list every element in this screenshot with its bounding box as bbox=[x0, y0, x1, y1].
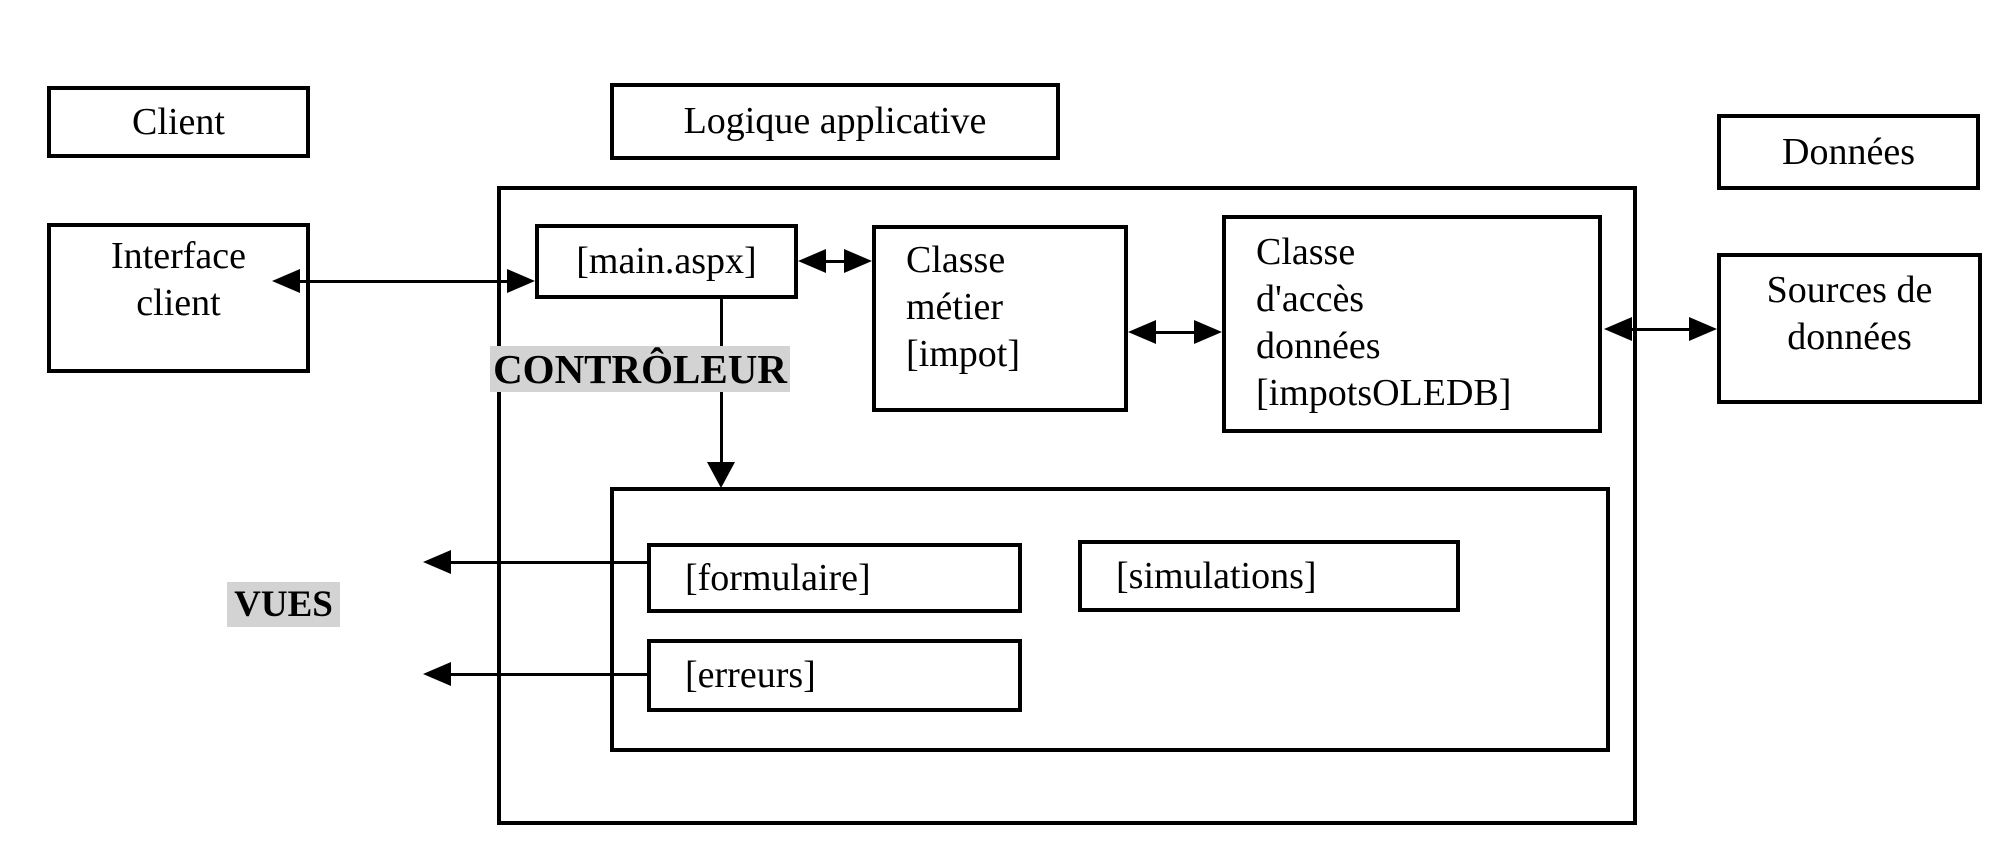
classe-metier-node: Classe métier [impot] bbox=[872, 225, 1128, 412]
logic-tier-box: Logique applicative bbox=[610, 83, 1060, 160]
arrowhead-left-icon bbox=[423, 550, 451, 574]
sources-donnees-node: Sources de données bbox=[1717, 253, 1982, 404]
arrowhead-right-icon bbox=[507, 269, 535, 293]
arrow-main-metier-line bbox=[806, 260, 864, 263]
arrow-interface-main-line bbox=[290, 280, 520, 283]
arrowhead-right-icon bbox=[1194, 320, 1222, 344]
formulaire-node: [formulaire] bbox=[647, 543, 1022, 613]
arrowhead-left-icon bbox=[1128, 320, 1156, 344]
arrow-metier-acces-line bbox=[1136, 331, 1214, 334]
interface-client-node: Interface client bbox=[47, 223, 310, 373]
arrowhead-left-icon bbox=[798, 249, 826, 273]
views-container bbox=[610, 487, 1610, 752]
arrowhead-right-icon bbox=[844, 249, 872, 273]
classe-acces-node: Classe d'accès données [impotsOLEDB] bbox=[1222, 215, 1602, 433]
arrowhead-down-icon bbox=[707, 462, 735, 488]
arrowhead-left-icon bbox=[1604, 317, 1632, 341]
client-tier-box: Client bbox=[47, 86, 310, 158]
arrow-formulaire-out-line bbox=[440, 561, 647, 564]
main-aspx-node: [main.aspx] bbox=[535, 224, 798, 299]
arrow-acces-sources-line bbox=[1612, 328, 1709, 331]
arrowhead-left-icon bbox=[272, 269, 300, 293]
erreurs-node: [erreurs] bbox=[647, 639, 1022, 712]
vues-label: VUES bbox=[227, 582, 340, 627]
data-tier-box: Données bbox=[1717, 114, 1980, 190]
arrow-erreurs-out-line bbox=[440, 673, 647, 676]
simulations-node: [simulations] bbox=[1078, 540, 1460, 612]
controleur-label: CONTRÔLEUR bbox=[490, 346, 790, 392]
logic-container bbox=[497, 186, 1637, 825]
arrowhead-left-icon bbox=[423, 662, 451, 686]
arrowhead-right-icon bbox=[1689, 317, 1717, 341]
